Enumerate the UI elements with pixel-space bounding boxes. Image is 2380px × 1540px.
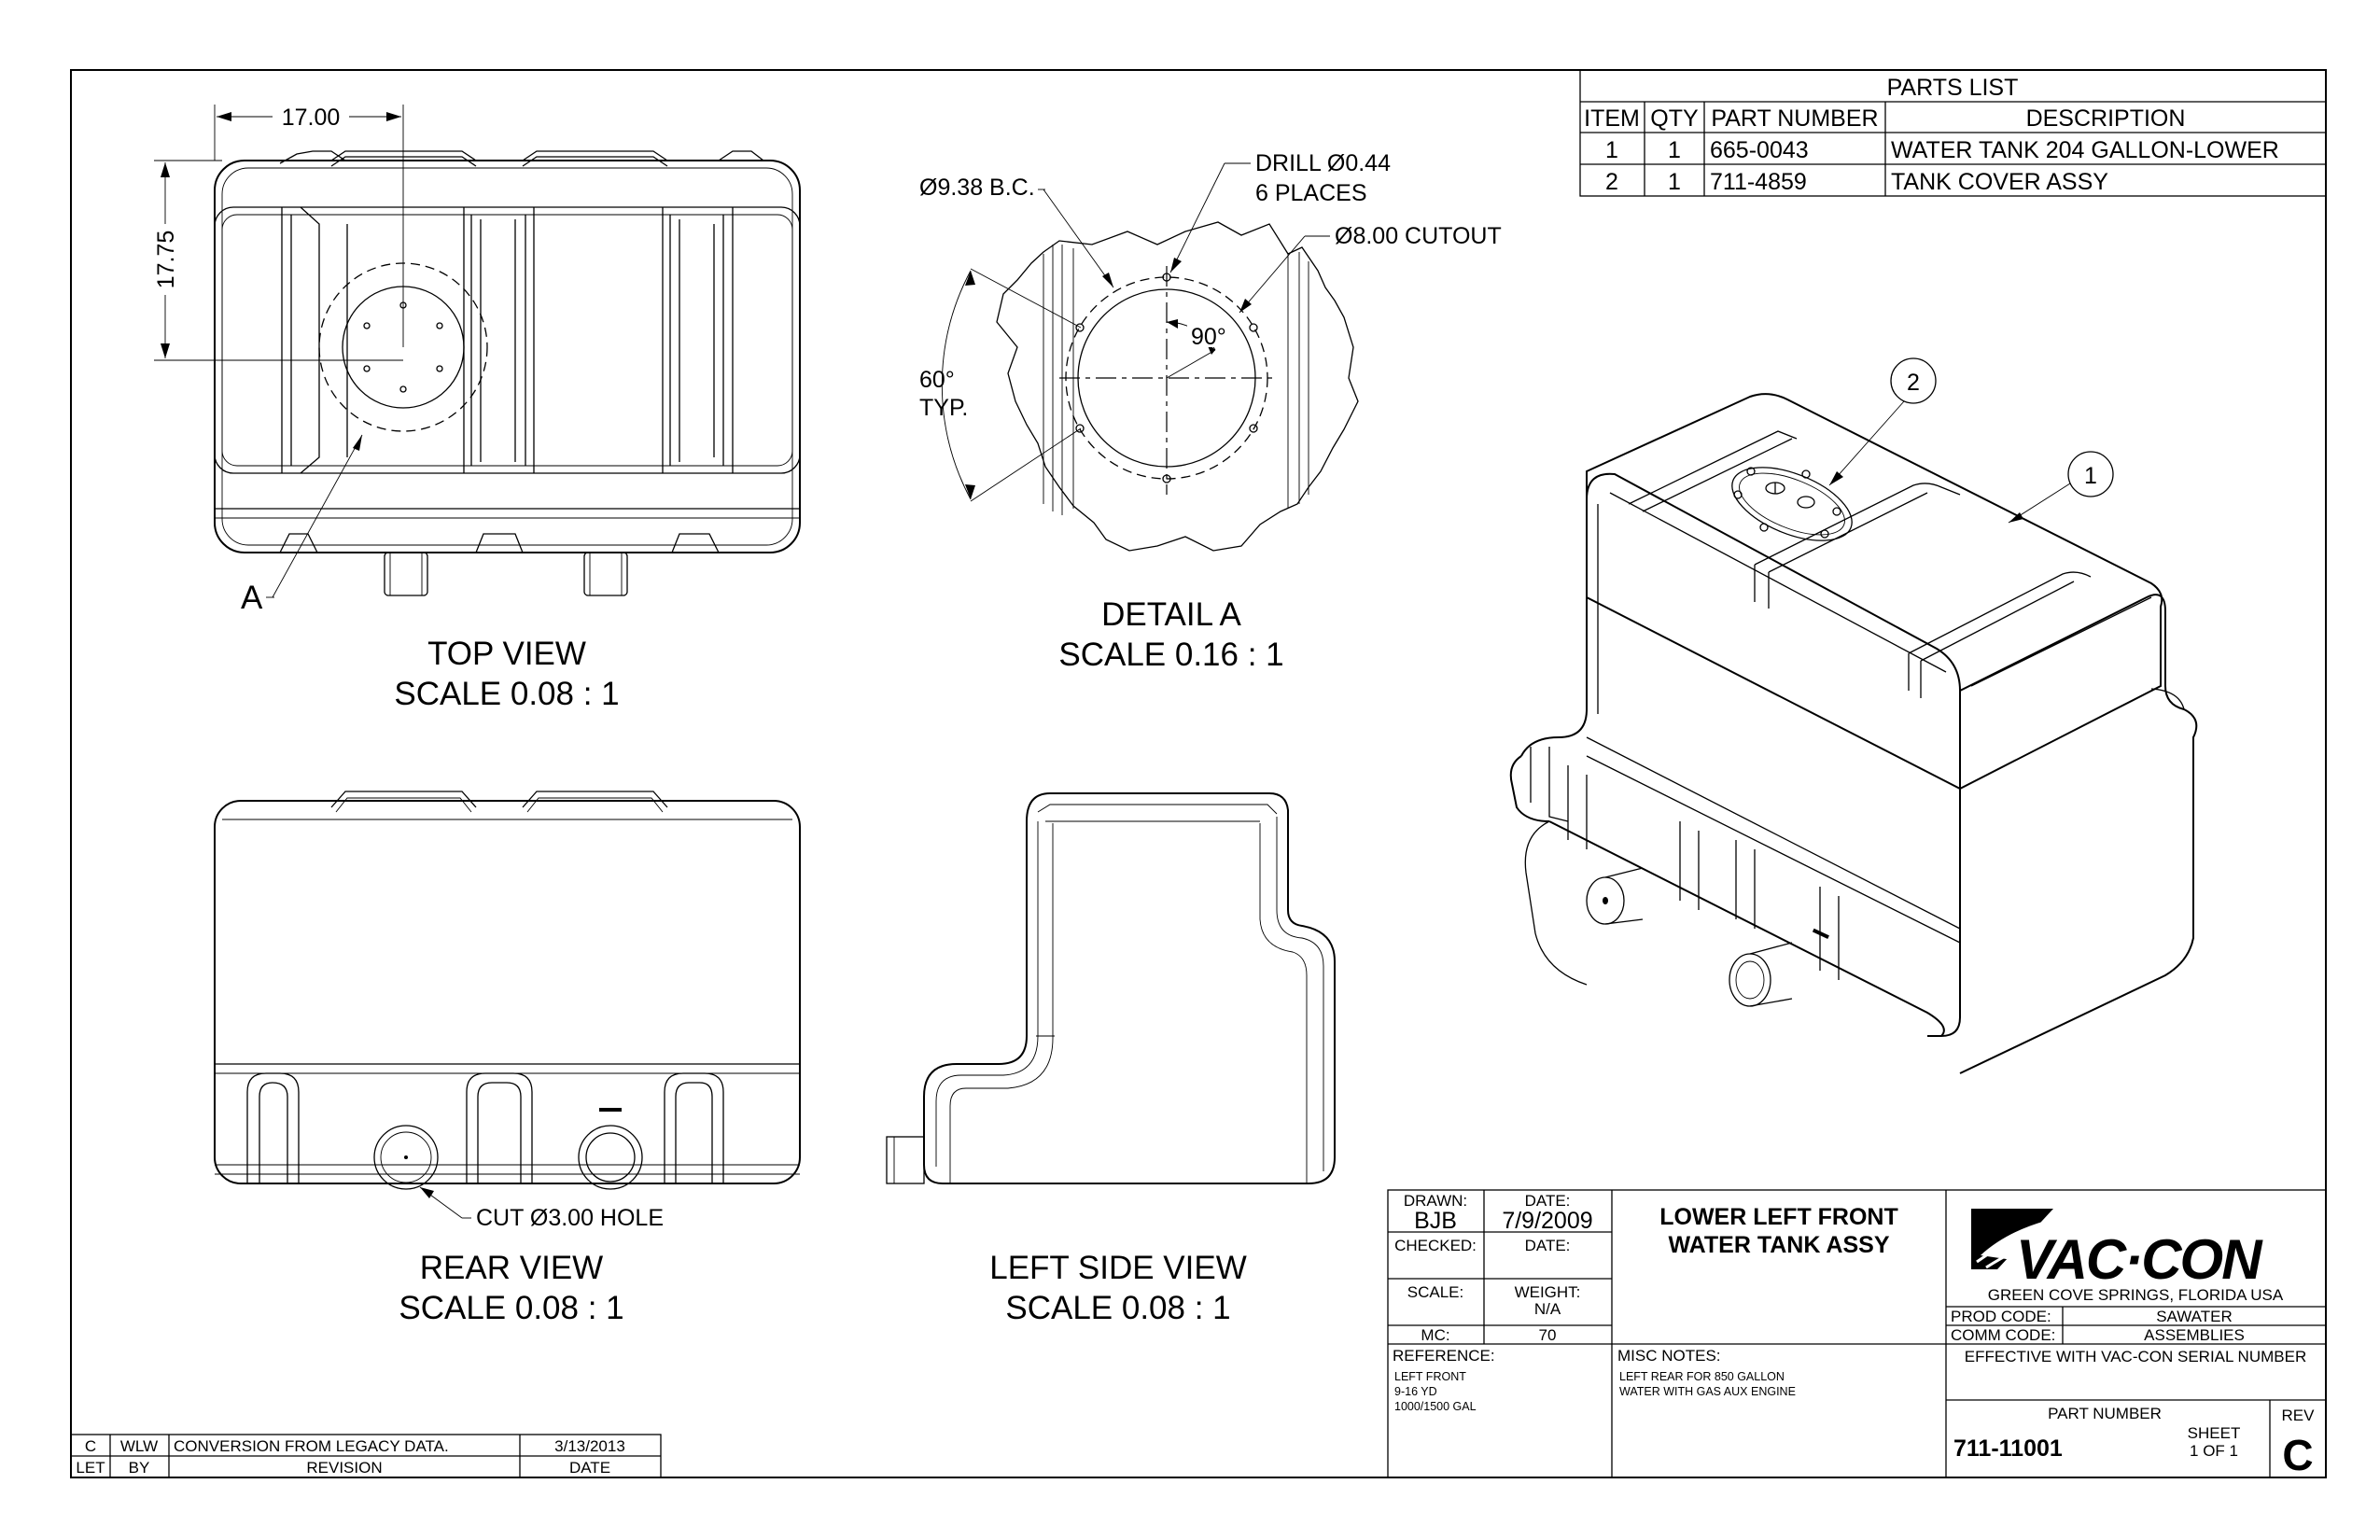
tb-reference-line3: 1000/1500 GAL	[1394, 1400, 1477, 1413]
tb-misc-line2: WATER WITH GAS AUX ENGINE	[1619, 1385, 1796, 1398]
top-view: 17.00 17.75 A TOP VIEW SCALE 0.08 : 1	[151, 103, 801, 712]
parts-row-2-qty: 1	[1668, 169, 1681, 195]
parts-header-qty: QTY	[1650, 105, 1699, 132]
parts-row-2-item: 2	[1605, 169, 1618, 195]
revision-header-by: BY	[129, 1459, 150, 1477]
detail-a-view: 90° 60° TYP. Ø9.38 B.C. DRILL Ø0.44 6 PL…	[919, 150, 1502, 673]
tb-drawn-date: 7/9/2009	[1502, 1208, 1592, 1234]
tb-checked-label: CHECKED:	[1394, 1237, 1477, 1254]
detail-drill-line2: 6 PLACES	[1255, 180, 1367, 206]
top-view-dim-height: 17.75	[153, 231, 179, 289]
revision-letter: C	[85, 1437, 96, 1455]
revision-block: C WLW CONVERSION FROM LEGACY DATA. 3/13/…	[70, 1434, 662, 1478]
parts-row-1-part: 665-0043	[1710, 137, 1809, 163]
tb-mc-label: MC:	[1421, 1326, 1449, 1344]
tb-date-label: DATE:	[1525, 1192, 1571, 1210]
tb-rev-value: C	[2282, 1431, 2313, 1479]
parts-row-1-item: 1	[1605, 137, 1618, 163]
rear-view-name: REAR VIEW	[420, 1250, 603, 1286]
tb-company-location: GREEN COVE SPRINGS, FLORIDA USA	[1988, 1286, 2284, 1304]
tb-comm-code-label: COMM CODE:	[1951, 1326, 2055, 1344]
tb-effective-note: EFFECTIVE WITH VAC-CON SERIAL NUMBER	[1965, 1348, 2306, 1365]
parts-header-part-number: PART NUMBER	[1711, 105, 1878, 132]
tb-part-number-label: PART NUMBER	[2048, 1405, 2162, 1422]
parts-list-table: PARTS LIST ITEM QTY PART NUMBER DESCRIPT…	[1579, 69, 2327, 197]
tb-sheet-label: SHEET	[2188, 1424, 2241, 1442]
vac-con-logo: VAC·CON	[1971, 1209, 2265, 1291]
revision-header-rev: REVISION	[306, 1459, 382, 1477]
revision-date: 3/13/2013	[554, 1437, 625, 1455]
detail-angle-90: 90°	[1191, 324, 1226, 350]
tb-part-number: 711-11001	[1953, 1435, 2063, 1462]
tb-sheet-value: 1 OF 1	[2190, 1442, 2238, 1460]
detail-cutout: Ø8.00 CUTOUT	[1335, 223, 1502, 249]
tb-misc-label: MISC NOTES:	[1617, 1347, 1721, 1365]
tb-rev-label: REV	[2282, 1407, 2316, 1424]
parts-header-description: DESCRIPTION	[2026, 105, 2186, 132]
tb-misc-line1: LEFT REAR FOR 850 GALLON	[1619, 1370, 1785, 1383]
detail-drill-line1: DRILL Ø0.44	[1255, 150, 1391, 176]
parts-row-2-part: 711-4859	[1710, 169, 1807, 195]
top-view-dim-width: 17.00	[282, 105, 341, 131]
iso-balloon-2: 2	[1907, 370, 1920, 396]
top-view-detail-ref: A	[241, 580, 263, 616]
detail-angle-typ-2: TYP.	[919, 395, 968, 421]
tb-scale-label: SCALE:	[1407, 1283, 1463, 1301]
detail-view-scale: SCALE 0.16 : 1	[1058, 637, 1283, 673]
parts-row-1-desc: WATER TANK 204 GALLON-LOWER	[1891, 137, 2279, 163]
tb-reference-line1: LEFT FRONT	[1394, 1370, 1466, 1383]
left-side-view-scale: SCALE 0.08 : 1	[1005, 1290, 1230, 1326]
top-view-scale: SCALE 0.08 : 1	[394, 676, 619, 712]
tb-reference-label: REFERENCE:	[1393, 1347, 1495, 1365]
revision-header-let: LET	[76, 1459, 105, 1477]
left-side-view: LEFT SIDE VIEW SCALE 0.08 : 1	[886, 792, 1336, 1326]
tb-mc-value: 70	[1539, 1326, 1557, 1344]
top-view-name: TOP VIEW	[427, 636, 586, 672]
detail-bolt-circle: Ø9.38 B.C.	[919, 175, 1035, 201]
parts-list-title: PARTS LIST	[1887, 75, 2019, 101]
rear-view-hole-note: CUT Ø3.00 HOLE	[476, 1205, 664, 1231]
left-side-view-name: LEFT SIDE VIEW	[989, 1250, 1247, 1286]
isometric-view: 2 1	[1509, 357, 2198, 1074]
tb-weight-label: WEIGHT:	[1515, 1283, 1581, 1301]
tb-checked-date-label: DATE:	[1525, 1237, 1571, 1254]
iso-balloon-1: 1	[2084, 463, 2097, 489]
tb-prod-code-label: PROD CODE:	[1951, 1308, 2051, 1325]
rear-view-scale: SCALE 0.08 : 1	[399, 1290, 623, 1326]
revision-header-date: DATE	[569, 1459, 610, 1477]
tb-drawn-label: DRAWN:	[1404, 1192, 1467, 1210]
parts-header-item: ITEM	[1584, 105, 1640, 132]
title-block: DRAWN: BJB DATE: 7/9/2009 CHECKED: DATE:…	[1387, 1189, 2327, 1479]
tb-title-line2: WATER TANK ASSY	[1668, 1232, 1889, 1258]
revision-by: WLW	[120, 1437, 158, 1455]
sheet-border	[70, 69, 2327, 1478]
revision-description: CONVERSION FROM LEGACY DATA.	[174, 1437, 449, 1455]
tb-reference-line2: 9-16 YD	[1394, 1385, 1437, 1398]
tb-title-line1: LOWER LEFT FRONT	[1659, 1204, 1898, 1230]
rear-view: CUT Ø3.00 HOLE REAR VIEW SCALE 0.08 : 1	[214, 791, 801, 1326]
tb-company-name: VAC·CON	[2016, 1228, 2263, 1291]
tb-prod-code-value: SAWATER	[2156, 1308, 2233, 1325]
detail-angle-typ-1: 60°	[919, 367, 955, 393]
tb-weight-value: N/A	[1534, 1300, 1561, 1318]
detail-view-name: DETAIL A	[1101, 596, 1241, 633]
tb-drawn-value: BJB	[1414, 1208, 1457, 1234]
parts-row-2-desc: TANK COVER ASSY	[1891, 169, 2108, 195]
tb-comm-code-value: ASSEMBLIES	[2144, 1326, 2245, 1344]
parts-row-1-qty: 1	[1668, 137, 1681, 163]
